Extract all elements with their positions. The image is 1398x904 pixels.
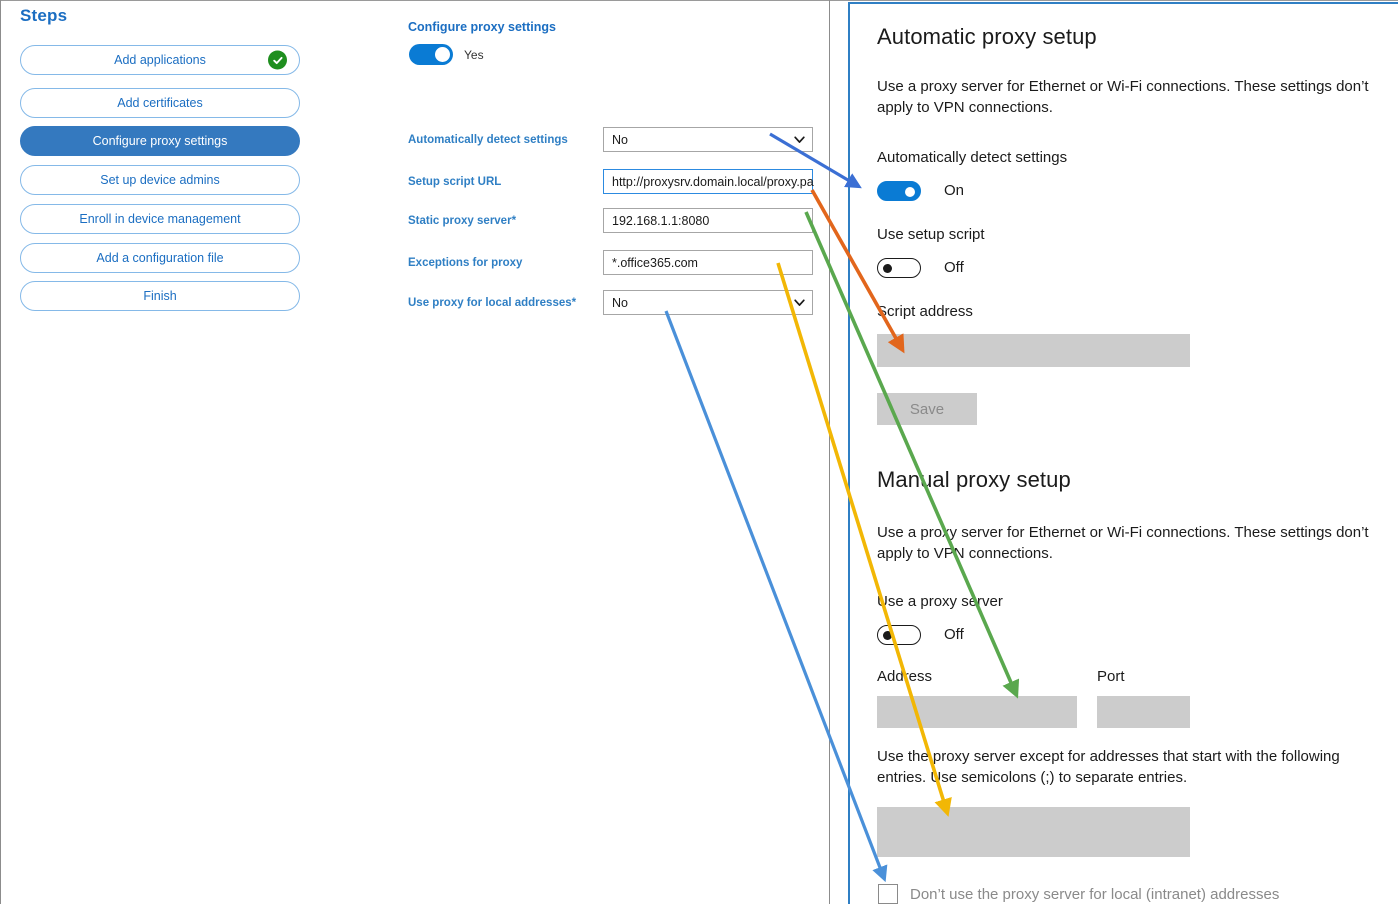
step-label: Add a configuration file	[96, 251, 224, 265]
input-exceptions-for-proxy[interactable]: *.office365.com	[603, 250, 813, 275]
step-item-add-certificates[interactable]: Add certificates	[20, 88, 300, 118]
left-frame-border	[0, 0, 1, 904]
input-value: 192.168.1.1:8080	[612, 213, 710, 228]
automatically-detect-settings-label: Automatically detect settings	[877, 149, 1068, 166]
step-label: Add certificates	[117, 96, 203, 110]
address-input[interactable]	[877, 696, 1077, 728]
windows-proxy-settings-panel: Automatic proxy setup Use a proxy server…	[848, 2, 1398, 904]
configure-proxy-toggle-caption: Yes	[464, 48, 484, 62]
script-address-input[interactable]	[877, 334, 1190, 367]
step-label: Configure proxy settings	[92, 134, 228, 148]
toggle-knob	[905, 187, 915, 197]
use-setup-script-label: Use setup script	[877, 226, 985, 243]
label-setup-script-url: Setup script URL	[408, 176, 502, 188]
manual-proxy-setup-description: Use a proxy server for Ethernet or Wi-Fi…	[877, 524, 1369, 562]
step-label: Set up device admins	[100, 173, 220, 187]
step-item-configure-proxy-settings[interactable]: Configure proxy settings	[20, 126, 300, 156]
configure-proxy-toggle[interactable]	[409, 44, 453, 65]
toggle-knob	[883, 264, 892, 273]
input-static-proxy-server[interactable]: 192.168.1.1:8080	[603, 208, 813, 233]
step-label: Enroll in device management	[79, 212, 241, 226]
script-address-label: Script address	[877, 303, 973, 320]
step-item-set-up-device-admins[interactable]: Set up device admins	[20, 165, 300, 195]
toggle-knob	[435, 47, 450, 62]
save-button[interactable]: Save	[877, 393, 977, 425]
toggle-knob	[883, 631, 892, 640]
required-marker: *	[511, 215, 517, 227]
use-setup-script-toggle[interactable]	[877, 258, 921, 278]
step-item-add-a-configuration-file[interactable]: Add a configuration file	[20, 243, 300, 273]
port-input[interactable]	[1097, 696, 1190, 728]
input-value: http://proxysrv.domain.local/proxy.pa	[612, 174, 814, 189]
check-circle-icon	[268, 50, 287, 70]
local-addresses-checkbox[interactable]	[878, 884, 898, 904]
label-exceptions-for-proxy: Exceptions for proxy	[408, 257, 523, 269]
steps-title: Steps	[20, 6, 68, 25]
proxy-exceptions-input[interactable]	[877, 807, 1190, 857]
use-a-proxy-server-toggle[interactable]	[877, 625, 921, 645]
port-label: Port	[1097, 668, 1125, 685]
label-automatically-detect-settings: Automatically detect settings	[408, 134, 568, 146]
automatically-detect-settings-toggle[interactable]	[877, 181, 921, 201]
use-a-proxy-server-toggle-caption: Off	[944, 626, 964, 643]
select-automatically-detect-settings[interactable]: No	[603, 127, 813, 152]
automatic-proxy-setup-description: Use a proxy server for Ethernet or Wi-Fi…	[877, 78, 1369, 116]
local-addresses-checkbox-label: Don’t use the proxy server for local (in…	[910, 886, 1280, 903]
top-divider	[0, 0, 1398, 1]
step-item-enroll-in-device-management[interactable]: Enroll in device management	[20, 204, 300, 234]
center-right-divider	[829, 0, 830, 904]
input-setup-script-url[interactable]: http://proxysrv.domain.local/proxy.pa	[603, 169, 814, 194]
step-item-finish[interactable]: Finish	[20, 281, 300, 311]
form-title: Configure proxy settings	[408, 20, 556, 34]
step-item-add-applications[interactable]: Add applications	[20, 45, 300, 75]
step-label: Add applications	[114, 53, 206, 67]
automatic-proxy-setup-heading: Automatic proxy setup	[877, 24, 1097, 49]
use-a-proxy-server-label: Use a proxy server	[877, 593, 1003, 610]
step-label: Finish	[143, 289, 177, 303]
label-use-proxy-for-local-addresses: Use proxy for local addresses*	[408, 297, 577, 309]
use-setup-script-toggle-caption: Off	[944, 259, 964, 276]
select-value: No	[612, 132, 628, 147]
address-label: Address	[877, 668, 933, 685]
proxy-exceptions-description: Use the proxy server except for addresse…	[877, 748, 1340, 786]
automatically-detect-settings-toggle-caption: On	[944, 182, 965, 199]
label-static-proxy-server: Static proxy server*	[408, 215, 517, 227]
manual-proxy-setup-heading: Manual proxy setup	[877, 467, 1071, 492]
select-value: No	[612, 295, 628, 310]
select-use-proxy-for-local-addresses[interactable]: No	[603, 290, 813, 315]
required-marker: *	[571, 297, 577, 309]
chevron-down-icon	[794, 299, 805, 306]
chevron-down-icon	[794, 136, 805, 143]
input-value: *.office365.com	[612, 255, 698, 270]
